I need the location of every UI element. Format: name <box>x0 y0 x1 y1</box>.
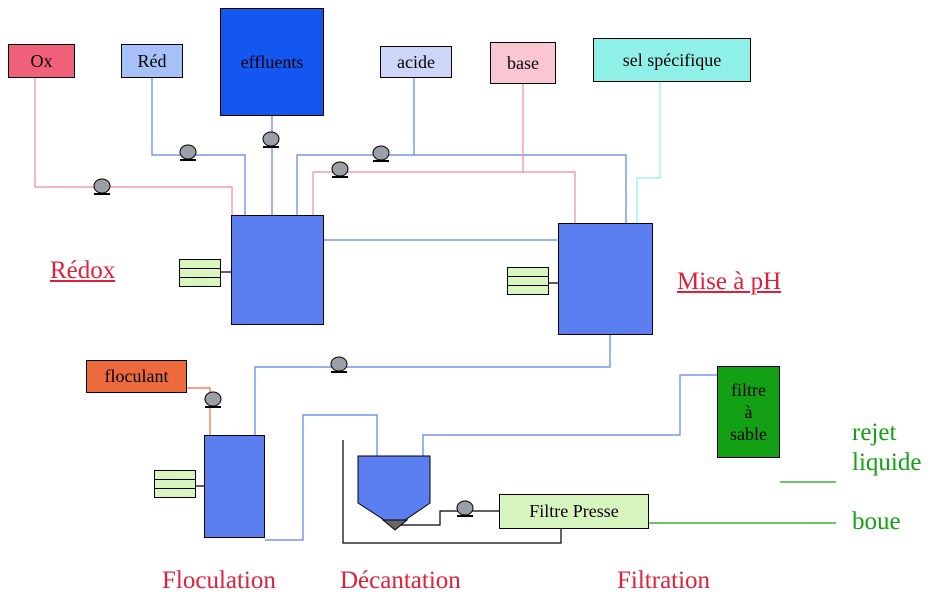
redox-mixer-motor-icon <box>179 259 221 287</box>
reagent-ox: Ox <box>8 44 75 78</box>
redox-tank <box>231 215 324 325</box>
step-label-mise-ph: Mise à pH <box>677 268 782 295</box>
pump-icon <box>262 131 280 148</box>
reagent-red: Réd <box>121 44 183 78</box>
pump-icon <box>204 391 222 408</box>
reagent-base: base <box>490 42 556 84</box>
output-rejet-liquide: rejet liquide <box>852 419 922 476</box>
output-boue: boue <box>852 508 901 535</box>
pump-icon <box>456 500 474 517</box>
step-label-decantation: Décantation <box>340 567 461 594</box>
filtre-presse: Filtre Presse <box>499 494 649 529</box>
pump-icon <box>330 356 348 373</box>
filtre-a-sable: filtre à sable <box>717 366 780 458</box>
pump-icon <box>372 145 390 162</box>
ph-mixer-motor-icon <box>507 267 549 295</box>
floculation-mixer-motor-icon <box>154 470 196 498</box>
decanter-tank <box>357 455 431 528</box>
step-label-floculation: Floculation <box>162 567 276 594</box>
reagent-sel-specifique: sel spécifique <box>593 38 751 82</box>
reagent-floculant: floculant <box>86 360 187 393</box>
ph-tank <box>558 223 653 335</box>
step-label-filtration: Filtration <box>617 567 711 594</box>
pump-icon <box>179 144 197 161</box>
pump-icon <box>93 178 111 195</box>
effluents-tank: effluents <box>220 8 324 116</box>
step-label-redox: Rédox <box>50 257 116 284</box>
reagent-acide: acide <box>380 46 452 78</box>
pump-icon <box>331 161 349 178</box>
floculation-tank <box>204 435 265 538</box>
